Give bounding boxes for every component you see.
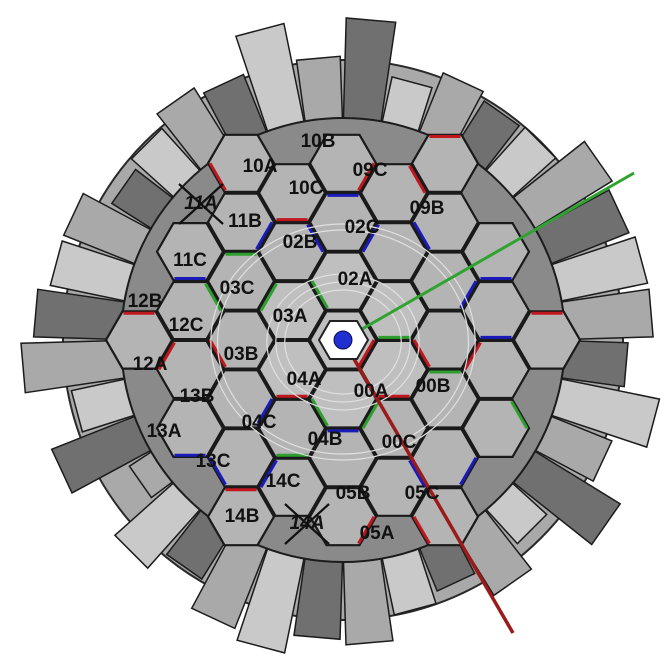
crystal-edge-highlight (208, 457, 227, 486)
crystal-label-03a: 03A (273, 306, 308, 327)
crystal-hex (155, 398, 225, 458)
crystal-hex (257, 280, 327, 341)
red-axis (341, 339, 515, 634)
crystal-label-09c: 09C (353, 160, 388, 181)
crystal-label-12b: 12B (128, 291, 163, 312)
crystal-label-02c: 02C (345, 217, 380, 238)
crystal-label-10c: 10C (289, 178, 324, 199)
crystal-label-14b: 14B (225, 506, 260, 527)
crystal-hex (206, 369, 276, 429)
crystal-edge-highlight (408, 459, 427, 488)
crystal-hex (461, 339, 531, 400)
crystal-hex (308, 133, 378, 193)
crystal-label-09b: 09B (410, 198, 445, 219)
crystal-hex (206, 133, 276, 193)
crystal-edge-highlight (408, 165, 427, 194)
crystal-label-13a: 13A (147, 421, 182, 442)
chamber-ring (284, 289, 402, 395)
crystal-hex (410, 192, 480, 252)
crystal-label-03c: 03C (220, 278, 255, 299)
crystal-label-04a: 04A (287, 369, 322, 390)
crystal-edge-highlight (310, 398, 329, 427)
crystal-hex (410, 310, 480, 370)
crystal-hex (206, 310, 276, 370)
crystal-label-11c: 11C (173, 250, 207, 271)
crystal-label-10a: 10A (243, 156, 278, 177)
crystal-label-13b: 13B (180, 386, 215, 407)
crystal-edge-highlight (459, 457, 478, 486)
crystal-hex (308, 192, 378, 252)
cross-mark-14a (284, 503, 330, 545)
crystal-edge-highlight (357, 515, 376, 545)
crystal-label-03b: 03B (224, 344, 259, 365)
target-chamber-rings (210, 223, 476, 461)
crystal-hex (104, 310, 174, 370)
crystal-label-12a: 12A (133, 354, 168, 375)
beam-axes (317, 171, 635, 634)
crystal-edge-highlight (204, 282, 223, 312)
crystal-hex (257, 457, 327, 517)
crystal-hex (410, 133, 480, 193)
chamber-ring (210, 223, 476, 461)
target-dot (333, 330, 353, 350)
crystal-edge-highlight (259, 459, 278, 488)
crystal-label-02b: 02B (283, 232, 318, 253)
crystal-label-12c: 12C (169, 315, 204, 336)
crystal-label-05c: 05C (405, 483, 440, 504)
crystal-edge-highlight (259, 282, 278, 312)
crystal-edge-highlight (255, 398, 274, 427)
crystal-hex (308, 428, 378, 488)
crystal-label-00c: 00C (382, 432, 417, 453)
crystal-label-10b: 10B (301, 131, 336, 152)
crystal-hex (359, 163, 429, 223)
crystal-cluster (104, 133, 582, 547)
green-axis (342, 171, 635, 342)
crystal-hex (257, 222, 327, 282)
crystal-label-14c: 14C (266, 471, 301, 492)
crystal-hex (410, 369, 480, 429)
crystal-hex (155, 339, 225, 400)
crystal-edge-highlight (361, 400, 380, 430)
crystal-hex (155, 222, 225, 282)
crystal-hex (461, 398, 531, 458)
cross-marks (178, 183, 330, 545)
crystal-edge-highlight (255, 221, 274, 250)
crystal-edge-highlight (510, 400, 529, 430)
crystal-edge-highlight (357, 339, 376, 368)
chamber-ring (216, 229, 470, 455)
crystal-edge-highlight (463, 341, 482, 371)
crystal-label-13c: 13C (196, 451, 231, 472)
crystal-edge-highlight (208, 162, 227, 191)
crystal-hex (206, 428, 276, 488)
crystal-hex (257, 398, 327, 458)
chamber-ring (266, 273, 420, 411)
crystal-labels: 00A 00B 00C 02A 02B 02C 03A 03B 03C 04A 04B 04C 05A 0… (128, 131, 451, 544)
crystal-hex (257, 163, 327, 223)
crystal-label-05a: 05A (360, 523, 395, 544)
crystal-label-11b: 11B (228, 211, 262, 232)
crystal-edge-highlight (412, 515, 431, 545)
crystal-edge-highlight (412, 339, 431, 368)
crystal-edge-highlight (357, 162, 376, 191)
crystal-hex (359, 222, 429, 282)
crystal-label-04c: 04C (242, 412, 277, 433)
crystal-label-00b: 00B (416, 376, 451, 397)
crystal-edge-highlight (306, 224, 325, 253)
crystal-hex (206, 192, 276, 252)
chamber-ring (275, 281, 411, 403)
crystal-hex (512, 310, 582, 370)
crystal-edge-highlight (412, 221, 431, 250)
crystal-label-00a: 00A (354, 381, 389, 402)
crystal-hex (155, 280, 225, 341)
crystal-edge-highlight (361, 224, 380, 253)
crystal-hex (308, 487, 378, 547)
crystal-label-04b: 04B (308, 429, 343, 450)
crystal-hex (206, 487, 276, 547)
cross-mark-11a (178, 183, 224, 225)
crystal-edge-highlight (459, 280, 478, 309)
crystal-label-05b: 05B (336, 483, 371, 504)
crystal-edge-highlight (157, 341, 176, 371)
crystal-label-02a: 02A (338, 269, 373, 290)
